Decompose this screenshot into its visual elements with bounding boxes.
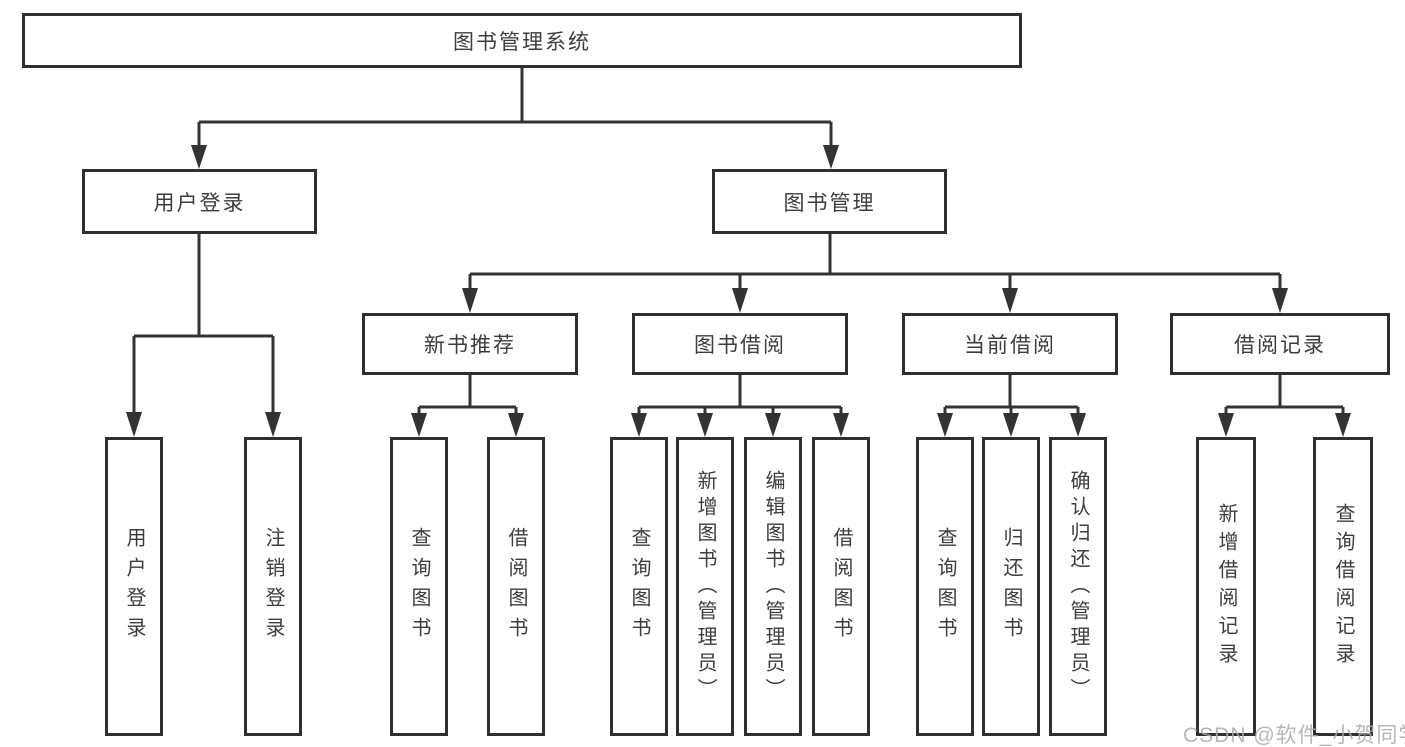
leaf-user-login: 用户登录 [105,437,163,736]
node-user-login-label: 用户登录 [153,191,246,215]
leaf-borrow-edit-book: 编辑图书（管理员） [744,437,802,736]
leaf-logout: 注销登录 [244,437,302,736]
node-root-label: 图书管理系统 [453,30,591,54]
leaf-confirm-return-label: 确认归还（管理员） [1067,469,1089,704]
leaf-borrow-book-label: 借阅图书 [830,526,852,647]
leaf-add-borrow-record: 新增借阅记录 [1196,437,1256,736]
leaf-borrow-query: 查询图书 [610,437,668,736]
node-book-management: 图书管理 [712,169,947,234]
leaf-borrow-add-book: 新增图书（管理员） [676,437,734,736]
node-book-borrow: 图书借阅 [632,313,848,375]
node-borrow-records-label: 借阅记录 [1234,334,1326,357]
leaf-borrow-query-label: 查询图书 [628,526,650,647]
leaf-newbook-borrow: 借阅图书 [487,437,545,736]
node-new-book-recommend-label: 新书推荐 [424,334,516,357]
leaf-newbook-borrow-label: 借阅图书 [505,526,527,647]
leaf-borrow-book: 借阅图书 [812,437,870,736]
node-borrow-records: 借阅记录 [1170,313,1390,375]
leaf-logout-label: 注销登录 [262,526,284,647]
leaf-query-borrow-record: 查询借阅记录 [1313,437,1373,736]
node-book-management-label: 图书管理 [783,191,876,215]
leaf-newbook-query: 查询图书 [390,437,448,736]
leaf-borrow-edit-book-label: 编辑图书（管理员） [762,469,784,704]
leaf-return-book: 归还图书 [982,437,1040,736]
node-new-book-recommend: 新书推荐 [362,313,578,375]
node-book-borrow-label: 图书借阅 [694,334,786,357]
node-user-login: 用户登录 [82,169,317,234]
node-current-borrow: 当前借阅 [902,313,1118,375]
leaf-current-query-label: 查询图书 [934,526,956,647]
node-current-borrow-label: 当前借阅 [964,334,1056,357]
node-root: 图书管理系统 [22,13,1022,68]
leaf-user-login-label: 用户登录 [123,526,145,647]
leaf-return-book-label: 归还图书 [1000,526,1022,647]
leaf-confirm-return: 确认归还（管理员） [1049,437,1107,736]
leaf-newbook-query-label: 查询图书 [408,526,430,647]
leaf-add-borrow-record-label: 新增借阅记录 [1215,502,1237,671]
leaf-query-borrow-record-label: 查询借阅记录 [1332,502,1354,671]
leaf-current-query: 查询图书 [916,437,974,736]
leaf-borrow-add-book-label: 新增图书（管理员） [694,469,716,704]
